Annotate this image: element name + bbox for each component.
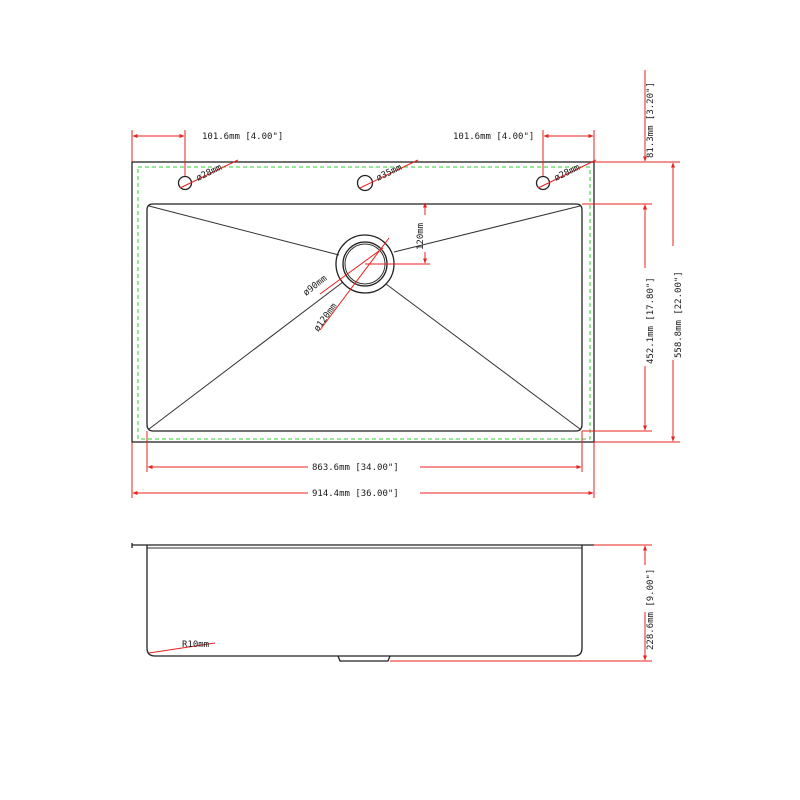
side-view-dimensions: R10mm 228.6mm [9.00"] (148, 544, 656, 662)
sink-deck-outline (131, 161, 595, 443)
drain-inner-dia-leader (319, 247, 384, 295)
hole-left-offset-label: 101.6mm [4.00"] (202, 132, 283, 142)
corner-radius-label: R10mm (182, 640, 209, 650)
top-view (131, 161, 595, 443)
drain-inner-dia-label: ø90mm (302, 274, 330, 299)
slope-line-top-right (393, 205, 581, 253)
top-margin-label: 81.3mm [3.20"] (646, 82, 656, 158)
drain-offset-label: 120mm (416, 223, 426, 250)
side-view-drain (337, 655, 391, 662)
slope-line-top-left (148, 205, 340, 256)
slope-line-bottom-right (385, 283, 581, 430)
dashed-cutout-edge (137, 166, 591, 440)
hole-right-offset-label: 101.6mm [4.00"] (453, 132, 534, 142)
hole-right-dia-label: ø28mm (553, 163, 582, 184)
hole-left-dia-label: ø28mm (195, 163, 224, 184)
bowl-width-label: 863.6mm [34.00"] (312, 463, 399, 473)
slope-line-bottom-left (148, 281, 344, 430)
top-view-dimensions: 101.6mm [4.00"] 101.6mm [4.00"] ø28mm ø3… (131, 70, 684, 499)
overall-depth-label: 558.8mm [22.00"] (674, 271, 684, 358)
hole-right-dia-leader (537, 159, 597, 189)
corner-radius-leader (148, 642, 216, 654)
faucet-hole-center (356, 174, 374, 192)
height-label: 228.6mm [9.00"] (646, 569, 656, 650)
overall-width-label: 914.4mm [36.00"] (312, 489, 399, 499)
hole-center-dia-label: ø35mm (375, 163, 404, 184)
drain-outer-dia-label: ø120mm (312, 302, 339, 334)
hole-center-dia-leader (359, 159, 419, 189)
hole-left-dia-leader (179, 159, 239, 189)
side-view (131, 543, 594, 662)
bowl-depth-label: 452.1mm [17.80"] (646, 277, 656, 364)
bowl-outline (146, 203, 583, 432)
drain-outer-dia-leader (319, 237, 390, 331)
side-view-bowl-profile (146, 545, 583, 657)
